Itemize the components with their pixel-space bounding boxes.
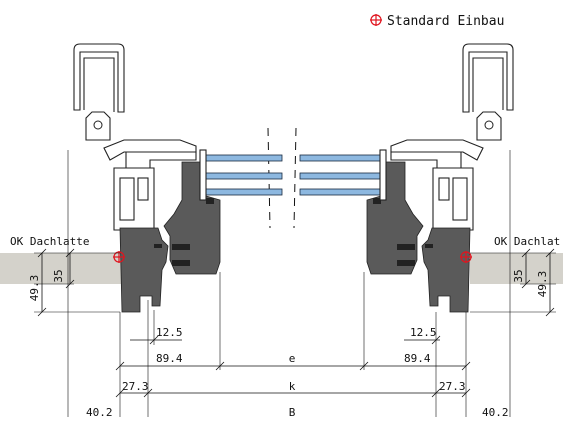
batten-right bbox=[470, 253, 563, 284]
dim-rebate-right: 12.5 bbox=[410, 326, 437, 339]
glazing-right bbox=[299, 149, 387, 201]
label-batten-right: OK Dachlat bbox=[494, 235, 560, 248]
dim-vertical-right bbox=[521, 248, 555, 317]
frame-profile-right bbox=[366, 43, 514, 313]
frame-profile-left bbox=[73, 43, 221, 313]
dim-outer-left: 40.2 bbox=[86, 406, 113, 417]
dim-inner-width: k bbox=[289, 380, 296, 393]
dim-height-inner-right: 35 bbox=[512, 269, 525, 282]
dim-frame-left: 89.4 bbox=[156, 352, 183, 365]
legend: Standard Einbau bbox=[370, 14, 504, 29]
dim-row-inner bbox=[115, 388, 471, 398]
batten-left bbox=[0, 253, 122, 284]
legend-label: Standard Einbau bbox=[387, 14, 504, 29]
dim-row-frame bbox=[115, 361, 471, 371]
dim-edge-right: 27.3 bbox=[439, 380, 466, 393]
dim-edge-left: 27.3 bbox=[122, 380, 149, 393]
dim-height-inner-left: 35 bbox=[52, 269, 65, 282]
dim-frame-right: 89.4 bbox=[404, 352, 431, 365]
label-batten-left: OK Dachlatte bbox=[10, 235, 89, 248]
dim-outer-right: 40.2 bbox=[482, 406, 509, 417]
glazing-left bbox=[199, 149, 283, 201]
dim-rebate-left: 12.5 bbox=[156, 326, 183, 339]
dim-rebate bbox=[130, 335, 441, 345]
crosshair-red-icon bbox=[370, 14, 382, 26]
center-break bbox=[267, 127, 297, 229]
dim-height-outer-right: 49.3 bbox=[536, 271, 549, 298]
dim-glass-width: e bbox=[289, 352, 296, 365]
dim-height-outer-left: 49.3 bbox=[28, 275, 41, 302]
dim-overall-width: B bbox=[289, 406, 296, 417]
crosshair-marker-right bbox=[460, 251, 472, 263]
dim-vertical-left bbox=[37, 248, 75, 317]
extension-lines bbox=[34, 150, 556, 417]
